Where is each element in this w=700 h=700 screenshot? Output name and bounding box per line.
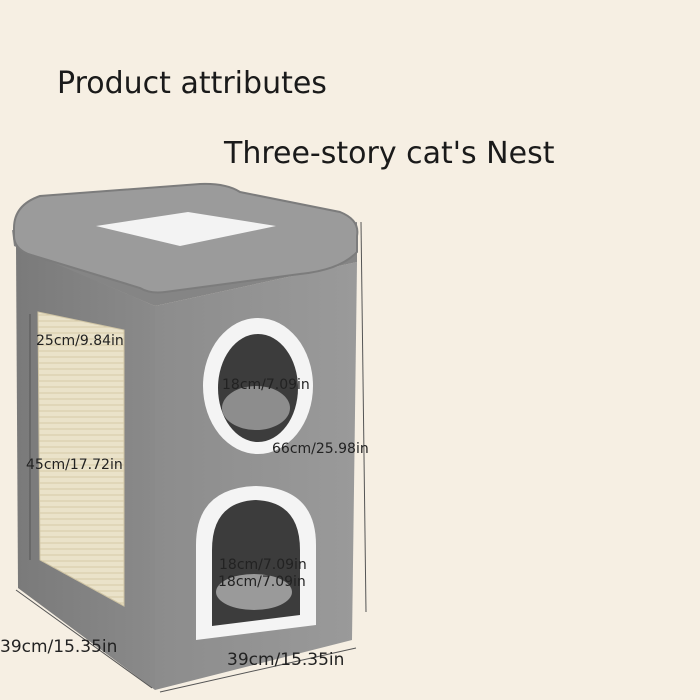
product-name-heading: Three-story cat's Nest [224, 136, 555, 171]
sisal-scratch-board [37, 311, 125, 607]
product-attributes-heading: Product attributes [57, 66, 327, 101]
scratch-board-top-label: 25cm/9.84in [36, 333, 124, 349]
depth-label: 39cm/15.35in [0, 637, 118, 657]
top-plush-pad [96, 212, 276, 246]
width-dimension-line [159, 647, 357, 693]
scratch-board-length-label: 45cm/17.72in [26, 457, 123, 473]
total-height-label: 66cm/25.98in [272, 441, 369, 457]
depth-dimension-line [15, 589, 153, 689]
lower-hole-width-label: 18cm/7.09in [219, 557, 307, 573]
lower-hole-height-label: 18cm/7.09in [218, 574, 306, 590]
width-label: 39cm/15.35in [227, 650, 345, 670]
upper-hole-label: 18cm/7.09in [222, 377, 310, 393]
height-dimension-line [360, 221, 367, 613]
